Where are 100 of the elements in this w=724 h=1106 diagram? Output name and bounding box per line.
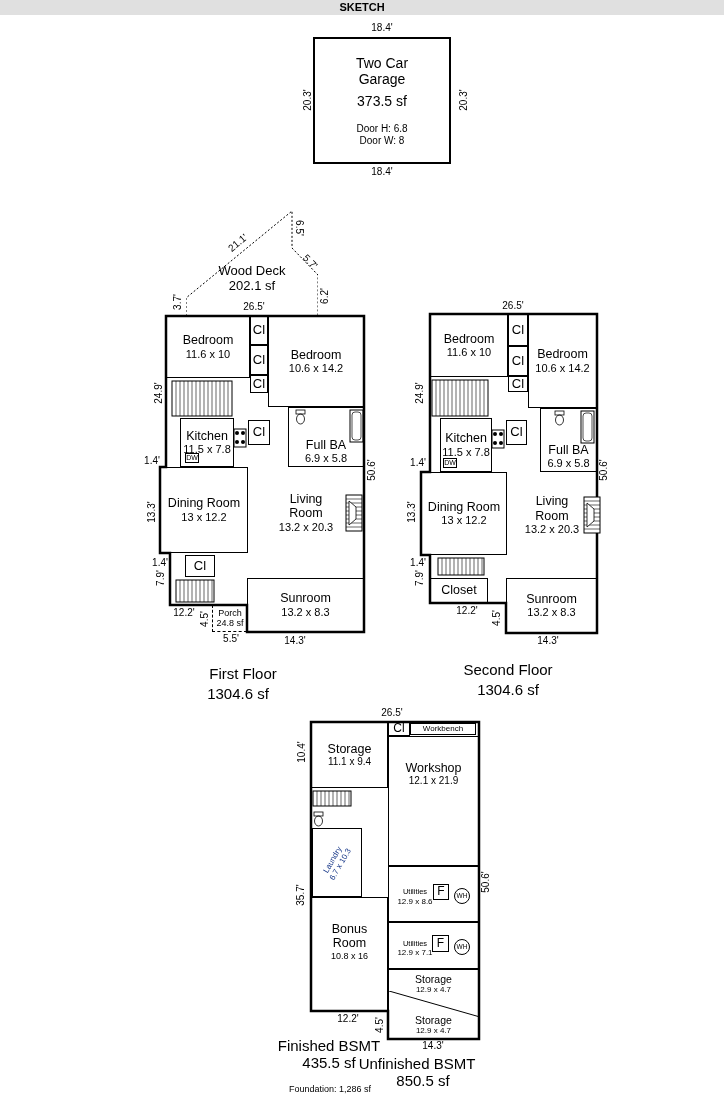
room-dimensions: 13.2 x 8.3: [281, 605, 330, 619]
room-box: [430, 578, 488, 603]
closet-box: [250, 316, 268, 345]
room-dimensions: 12.1 x 21.9: [408, 775, 459, 787]
closet-label: Cl: [193, 558, 207, 574]
room-dimensions: 13.2 x 8.3: [527, 606, 576, 619]
room-name: Porch: [218, 607, 242, 618]
furnace-box: [432, 935, 449, 952]
room-name: Bedroom: [443, 332, 495, 347]
room-box: [540, 408, 597, 472]
dimension-label: 24.9': [154, 382, 164, 404]
closet-label: Cl: [510, 425, 523, 440]
room-name: Living Room: [534, 494, 570, 524]
room-box: [388, 736, 479, 866]
room-box: [388, 866, 479, 922]
dimension-label: 4.5': [492, 610, 502, 626]
floor-name: Finished BSMT: [277, 1037, 381, 1053]
floor-area: 435.5 sf: [302, 1054, 356, 1070]
dimension-label: 6.5': [294, 220, 304, 236]
closet-box: [508, 314, 528, 346]
closet-label: Cl: [252, 425, 266, 440]
room-dimensions: 12.9 x 4.7: [415, 1025, 452, 1035]
dimension-label: 50.6': [599, 459, 609, 481]
room-dimensions: 13 x 12.2: [441, 514, 487, 527]
dimension-label: 1.4': [152, 558, 168, 568]
page-title: SKETCH: [0, 0, 724, 15]
room-name: Storage: [327, 742, 372, 757]
room-name: Storage: [415, 1013, 452, 1026]
room-name: Closet: [441, 583, 477, 598]
room-dimensions: 13 x 12.2: [181, 510, 227, 524]
furnace-box: [433, 884, 449, 900]
room-name: Bedroom: [537, 347, 588, 362]
workbench-box: [410, 723, 476, 735]
room-dimensions: 10.8 x 16: [331, 950, 368, 962]
dimension-label: 26.5': [243, 302, 265, 312]
dimension-label: 1.4': [410, 558, 426, 568]
room-name: Living Room: [288, 491, 324, 521]
room-box: [288, 407, 364, 467]
room-dimensions: 6.9 x 5.8: [304, 452, 348, 465]
area-value: 373.5 sf: [357, 93, 407, 110]
room-name: Bedroom: [290, 348, 342, 363]
dimension-label: 26.5': [502, 301, 524, 311]
dimension-label: 6.2': [320, 288, 330, 304]
workbench-label: Workbench: [422, 724, 464, 734]
garage-box: [313, 37, 451, 164]
closet-label: Cl: [252, 376, 266, 392]
floor-area: 850.5 sf: [396, 1072, 450, 1088]
closet-label: Cl: [511, 322, 525, 338]
dimension-label: 50.6': [367, 459, 377, 481]
closet-box: [388, 722, 410, 736]
room-name: Kitchen: [186, 429, 228, 444]
room-dimensions: 13.2 x 20.3: [524, 523, 580, 536]
room-dimensions: 11.1 x 9.4: [327, 756, 372, 768]
dimension-label: 35.7': [296, 884, 306, 906]
room-box: [166, 316, 250, 378]
room-dimensions: 11.5 x 7.8: [183, 443, 231, 456]
room-dimensions: 12.9 x 7.1: [396, 948, 434, 958]
closet-box: [250, 345, 268, 375]
room-name: Bonus Room: [330, 922, 369, 951]
floor-name: Unfinished BSMT: [358, 1055, 476, 1071]
dimension-label: 12.2': [456, 606, 478, 616]
floor-area: 1304.6 sf: [477, 681, 539, 697]
room-name: Bedroom: [182, 333, 234, 348]
dimension-label: 1.4': [144, 456, 160, 466]
room-name: Wood Deck: [218, 264, 286, 280]
dimension-label: 7.9': [156, 570, 166, 586]
room-box: [311, 722, 388, 788]
dimension-label: 3.7': [173, 294, 183, 310]
closet-box: [185, 555, 215, 577]
closet-box: [506, 420, 527, 445]
dimension-label: 4.5': [375, 1017, 385, 1033]
room-dimensions: 11.5 x 7.8: [442, 445, 490, 459]
room-name: Workshop: [405, 761, 462, 776]
dimension-label: 5.7': [300, 252, 320, 272]
room-name: Sunroom: [280, 591, 331, 606]
closet-label: Cl: [511, 353, 525, 369]
dimension-label: 12.2': [337, 1014, 359, 1024]
closet-box: [248, 420, 270, 445]
closet-box: [508, 346, 528, 376]
dimension-label: 5.5': [223, 634, 239, 644]
room-dimensions: 10.6 x 14.2: [535, 361, 590, 375]
room-dimensions: 12.9 x 4.7: [415, 985, 452, 995]
room-name: Dining Room: [167, 496, 241, 511]
furnace-label: F: [436, 936, 445, 951]
room-name: Full BA: [305, 438, 347, 453]
room-box: [528, 314, 597, 408]
closet-label: Cl: [252, 323, 266, 338]
dimension-label: 24.9': [415, 382, 425, 404]
room-name: Sunroom: [526, 592, 577, 607]
note: Foundation: 1,286 sf: [288, 1084, 372, 1094]
dimension-label: 7.9': [415, 570, 425, 586]
area-value: 202.1 sf: [228, 279, 276, 294]
room-name: Storage: [415, 973, 452, 986]
floor-name: First Floor: [209, 665, 277, 681]
closet-label: Cl: [252, 352, 266, 368]
room-box: [430, 314, 508, 377]
room-box: [180, 418, 234, 467]
door-size: Door H: 6.8: [356, 123, 408, 135]
room-dimensions: 11.6 x 10: [446, 346, 492, 359]
room-dimensions: 10.6 x 14.2: [288, 362, 344, 375]
